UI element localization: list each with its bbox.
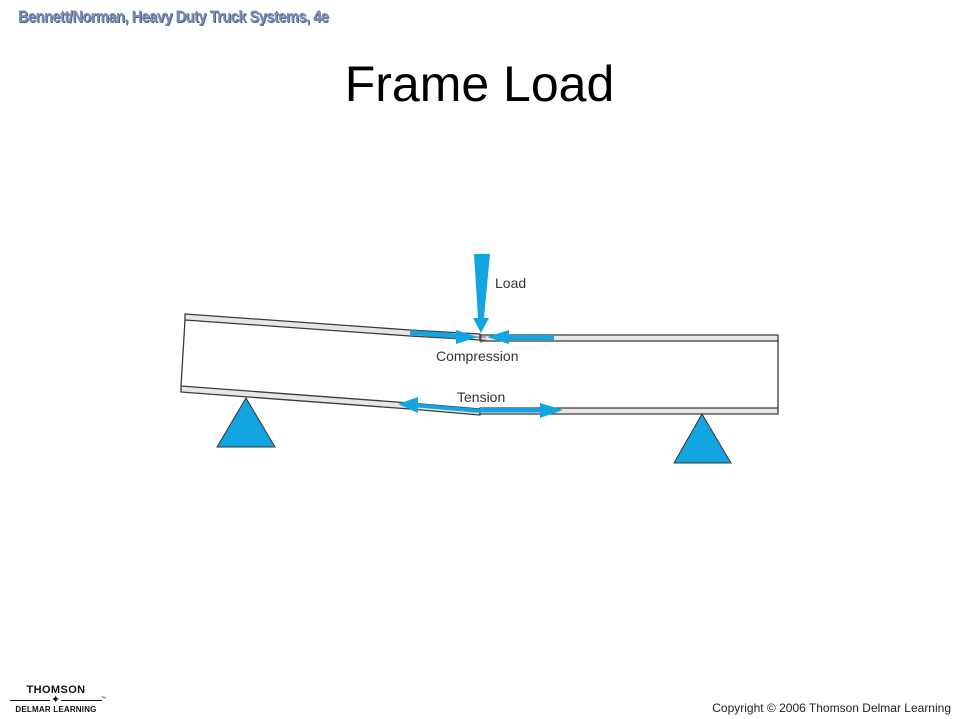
copyright-notice: Copyright © 2006 Thomson Delmar Learning xyxy=(712,701,951,715)
tension-bar-right xyxy=(480,408,542,413)
logo-rule: ✦ xyxy=(10,693,102,706)
tension-arrows xyxy=(398,397,563,418)
logo-thomson: THOMSON xyxy=(26,684,86,696)
right-support xyxy=(673,413,732,464)
compression-bar-left xyxy=(410,330,462,339)
load-arrow xyxy=(473,254,490,333)
slide-title: Frame Load xyxy=(344,56,615,112)
frame-left-end xyxy=(180,319,186,387)
compression-bar-right xyxy=(504,335,554,340)
logo-delmar: DELMAR LEARNING xyxy=(15,705,97,714)
tension-label: Tension xyxy=(457,389,505,405)
book-header: Bennett/Norman, Heavy Duty Truck Systems… xyxy=(18,7,329,26)
left-support xyxy=(216,397,276,448)
compression-arrowhead-left xyxy=(456,330,478,344)
compression-arrows xyxy=(410,330,554,344)
bottom-flange-left xyxy=(180,385,481,416)
tension-arrowhead-left xyxy=(398,397,418,413)
load-label: Load xyxy=(495,275,526,291)
logo-trademark: ™ xyxy=(101,696,106,702)
load-point-marker xyxy=(476,334,486,343)
publisher-logo: THOMSON ✦ DELMAR LEARNING ™ xyxy=(10,684,106,714)
compression-label: Compression xyxy=(436,348,518,364)
compression-arrowhead-right xyxy=(487,330,509,344)
tension-arrowhead-right xyxy=(540,403,563,418)
tension-bar-left xyxy=(412,403,480,413)
star-icon: ✦ xyxy=(50,693,62,706)
